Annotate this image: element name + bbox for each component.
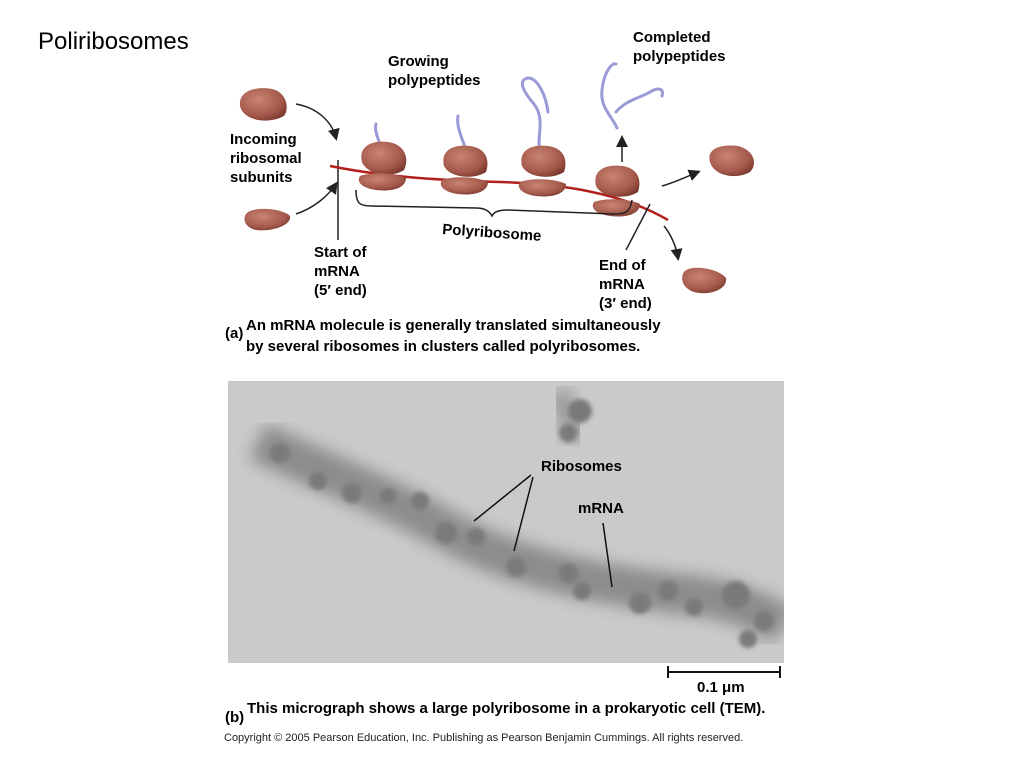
label-end-mrna: End of mRNA (3′ end) (599, 257, 652, 312)
caption-a: An mRNA molecule is generally translated… (246, 317, 661, 355)
panel-label-a: (a) (225, 325, 244, 342)
incoming-small-subunit (244, 208, 291, 231)
polyribosome-brace (355, 189, 633, 218)
ribosome-2 (440, 145, 488, 195)
incoming-arrow-bottom (295, 181, 338, 215)
slide-title: Poliribosomes (38, 28, 189, 55)
scale-label: 0.1 μm (697, 679, 745, 696)
exit-arrow-top (661, 169, 701, 187)
incoming-large-subunit (239, 88, 287, 121)
end-pointer-line (625, 203, 651, 251)
exit-arrow-bottom (663, 225, 683, 261)
ribosome-4 (592, 165, 640, 217)
label-incoming-subunits: Incoming ribosomal subunits (230, 131, 302, 186)
caption-b: This micrograph shows a large polyriboso… (247, 700, 766, 717)
label-growing-polypeptides: Growing polypeptides (388, 53, 481, 89)
incoming-arrow-top (295, 103, 340, 141)
released-small-subunit (682, 267, 727, 294)
label-mrna: mRNA (578, 500, 624, 517)
completed-polypeptide (614, 87, 664, 114)
label-ribosomes: Ribosomes (541, 458, 622, 475)
label-completed-polypeptides: Completed polypeptides (633, 29, 726, 65)
polypeptide-3 (520, 76, 550, 154)
released-large-subunit (709, 145, 754, 177)
scale-bar (667, 666, 781, 678)
ribosome-3 (518, 145, 566, 197)
panel-label-b: (b) (225, 709, 245, 726)
tem-micrograph (228, 381, 784, 663)
ribosome-1 (358, 141, 407, 191)
polypeptide-2 (456, 114, 468, 152)
copyright-notice: Copyright © 2005 Pearson Education, Inc.… (224, 732, 744, 744)
label-start-mrna: Start of mRNA (5′ end) (314, 244, 367, 299)
polypeptide-4 (600, 62, 619, 130)
